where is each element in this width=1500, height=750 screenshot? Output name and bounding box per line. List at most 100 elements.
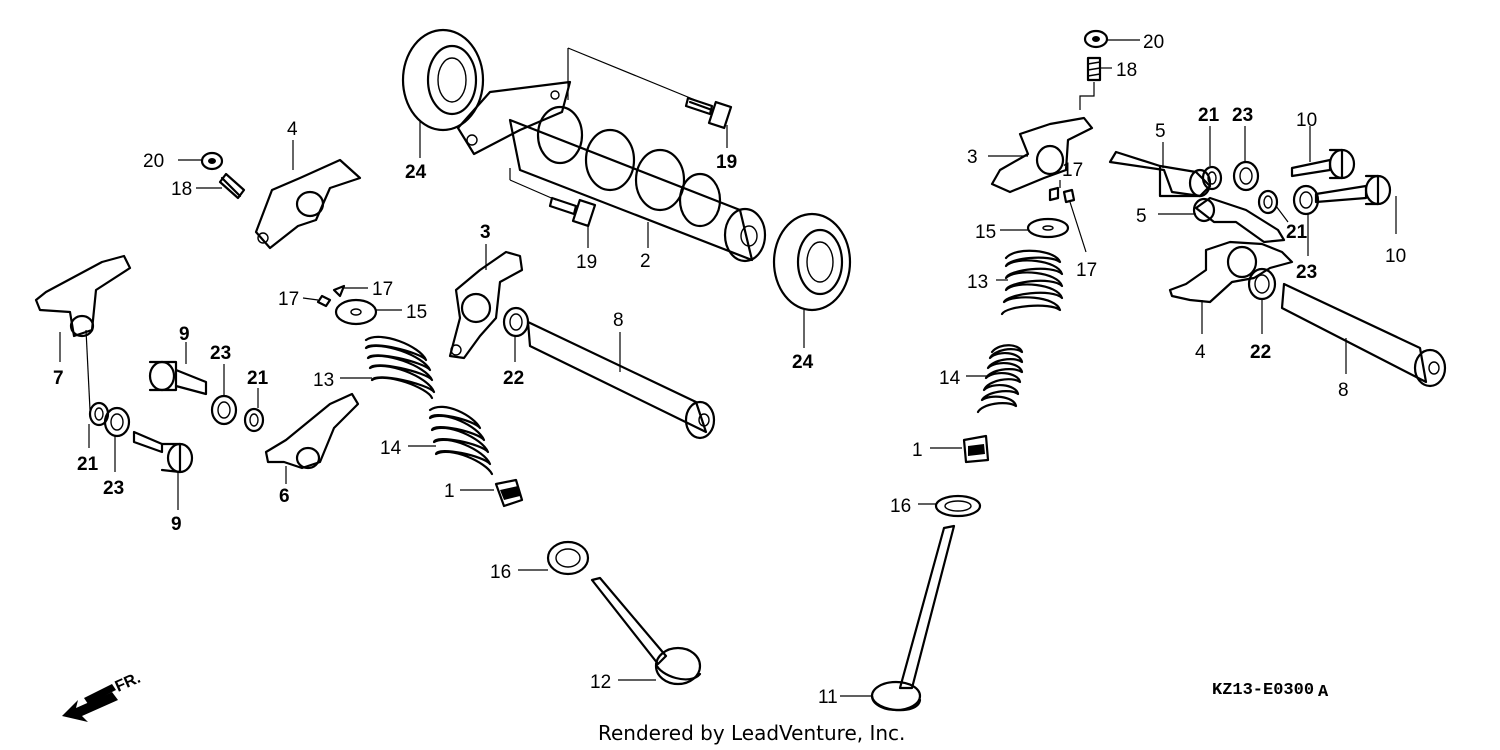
callout-10-lower: 10 [1385,246,1406,267]
callout-8-right: 8 [1338,380,1349,401]
callout-1-right: 1 [912,440,923,461]
render-credit: Rendered by LeadVenture, Inc. [598,721,905,745]
rocker-shaft-9-lower[interactable] [132,430,194,474]
callout-4-right: 4 [1195,342,1206,363]
callout-24-top: 24 [405,162,427,183]
callout-17-c: 17 [1062,160,1083,181]
washer-22-left[interactable] [502,306,530,338]
bolt-19-upper[interactable] [684,96,733,130]
rocker-shaft-8-right[interactable] [1280,282,1447,388]
callout-3-right: 3 [967,147,978,168]
rocker-arm-6[interactable] [264,392,360,470]
callout-17-d: 17 [1076,260,1097,281]
washer-23-lower[interactable] [103,406,131,438]
rocker-arm-7[interactable] [34,254,132,338]
valve-spring-14-left[interactable] [428,405,494,476]
rocker-arm-5-lower[interactable] [1192,196,1286,244]
callout-23-lower-right: 23 [1296,262,1317,283]
callout-3-left: 3 [480,222,491,243]
valve-spring-14-right[interactable] [976,344,1024,414]
front-direction-label: FR. [113,670,143,696]
valve-seat-16-right[interactable] [934,494,982,518]
callout-21-lower: 21 [77,454,99,475]
valve-spring-13-left[interactable] [364,335,436,400]
spring-retainer-15-right[interactable] [1026,217,1070,239]
callout-16-right: 16 [890,496,911,517]
callout-23-upper: 23 [210,343,231,364]
callout-18-left: 18 [171,179,192,200]
adjuster-screw-18-left[interactable] [218,172,246,200]
washer-23-lower-right[interactable] [1292,184,1320,216]
stem-seal-1-left[interactable] [494,478,524,508]
rocker-shaft-10-lower[interactable] [1314,174,1392,206]
camshaft-2[interactable] [456,80,767,263]
bearing-24-bottom[interactable] [772,212,852,312]
valve-11[interactable] [870,524,956,712]
valve-seat-16-left[interactable] [546,540,590,576]
rocker-arm-3-right[interactable] [990,116,1094,194]
rocker-shaft-10-upper[interactable] [1290,148,1356,180]
bolt-19-lower[interactable] [548,196,597,228]
callout-17-a: 17 [278,289,299,310]
valve-keeper-17-left[interactable] [316,284,346,308]
nut-20-left[interactable] [200,151,224,171]
callout-17-b: 17 [372,279,393,300]
callout-21-lower-right: 21 [1286,222,1308,243]
callout-14-left: 14 [380,438,402,459]
callout-1-left: 1 [444,481,455,502]
rocker-shaft-8-left[interactable] [526,320,716,440]
callout-13-left: 13 [313,370,334,391]
spring-retainer-15-left[interactable] [334,298,378,326]
callout-15-right: 15 [975,222,996,243]
callout-19-lower: 19 [576,252,597,273]
washer-22-right[interactable] [1247,267,1277,301]
bearing-24-top[interactable] [401,28,485,132]
callout-4-left: 4 [287,119,298,140]
callout-19-upper: 19 [716,152,737,173]
rocker-arm-4-right[interactable] [1168,240,1294,304]
callout-7: 7 [53,368,64,389]
callout-18-right: 18 [1116,60,1137,81]
callout-14-right: 14 [939,368,961,389]
callout-11: 11 [818,687,838,708]
rocker-shaft-9-upper[interactable] [148,360,208,396]
front-direction-arrow: FR. [62,670,143,722]
nut-20-right[interactable] [1083,29,1109,49]
adjuster-screw-18-right[interactable] [1086,56,1102,82]
washer-21-upper[interactable] [243,407,265,433]
callout-20-left: 20 [143,151,164,172]
washer-21-lower-right[interactable] [1257,189,1279,215]
callout-21-upper-right: 21 [1198,105,1220,126]
diagram-code-suffix: A [1318,683,1329,702]
valve-12[interactable] [590,576,702,686]
callout-22-right: 22 [1250,342,1271,363]
callout-23-upper-right: 23 [1232,105,1253,126]
washer-23-upper-right[interactable] [1232,160,1260,192]
valve-spring-13-right[interactable] [1000,249,1064,316]
callout-6: 6 [279,486,290,507]
rocker-arm-5-upper[interactable] [1108,150,1212,198]
stem-seal-1-right[interactable] [962,434,990,464]
rocker-arm-4-left[interactable] [254,158,362,250]
washer-21-upper-right[interactable] [1201,165,1223,191]
callout-16-left: 16 [490,562,511,583]
callout-22-left: 22 [503,368,524,389]
rocker-arm-3-left[interactable] [448,250,524,360]
callout-8-left: 8 [613,310,624,331]
callout-21-upper: 21 [247,368,269,389]
callout-9-lower: 9 [171,514,182,535]
valve-keeper-17-right[interactable] [1048,186,1076,204]
callout-9-upper: 9 [179,324,190,345]
washer-23-upper[interactable] [210,394,238,426]
callout-24-bottom: 24 [792,352,814,373]
callout-23-lower: 23 [103,478,124,499]
callout-10-upper: 10 [1296,110,1317,131]
diagram-code: KZ13-E0300 [1212,681,1314,700]
callout-5-lower: 5 [1136,206,1147,227]
callout-5-upper: 5 [1155,121,1166,142]
callout-13-right: 13 [967,272,988,293]
callout-2: 2 [640,251,651,272]
callout-20-right: 20 [1143,32,1164,53]
callout-15-left: 15 [406,302,427,323]
